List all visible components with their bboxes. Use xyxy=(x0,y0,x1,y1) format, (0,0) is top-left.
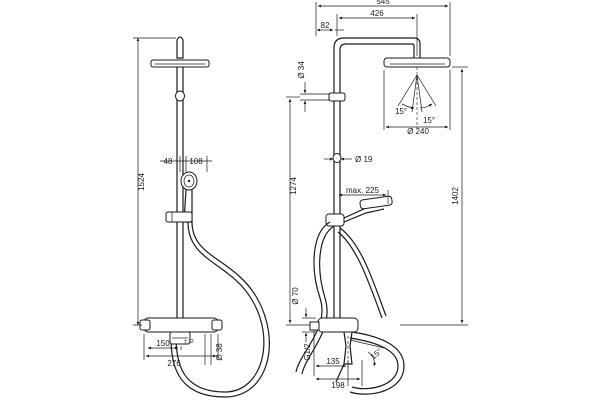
dim-arm-length: 426 xyxy=(336,9,418,56)
dim-head-diameter-label: Ø 240 xyxy=(407,127,429,136)
dim-head-angles: 15° 15° Ø 240 xyxy=(383,70,451,136)
dim-riser-diameter: Ø 19 xyxy=(324,155,373,164)
dim-connection: G1/2 xyxy=(303,330,315,376)
dim-spout-angle-label: 15° xyxy=(369,347,384,362)
mixer-side xyxy=(309,317,359,383)
dim-handshower-width-label: 108 xyxy=(189,157,203,166)
dim-head-height-label: 1402 xyxy=(451,187,460,205)
left-view: 1524 48 108 150 ± 12 276 Ø 38 xyxy=(133,36,270,398)
dim-overall-width-label: 545 xyxy=(376,0,390,6)
dim-pipe-offset-label: 82 xyxy=(321,21,330,30)
dim-arm-length-label: 426 xyxy=(370,9,384,18)
dim-holder-reach: max. 225 xyxy=(338,186,389,204)
hand-shower xyxy=(165,171,198,223)
dim-pipe-diameter-label: Ø 34 xyxy=(297,61,306,79)
dim-spout-reach-1-label: 135 xyxy=(326,357,340,366)
dim-shower-height-label: 1274 xyxy=(289,177,298,195)
dim-head-angle-2-label: 15° xyxy=(423,116,435,125)
riser-pipe xyxy=(175,67,185,318)
dim-spout-reach: 135 198 xyxy=(315,357,363,390)
dim-overall-width: 545 xyxy=(315,0,451,56)
shower-hose-side xyxy=(295,221,405,395)
dim-mixer-tolerance-label: ± 12 xyxy=(184,339,194,345)
shower-hose xyxy=(170,221,270,398)
dim-mixer-width-label: 276 xyxy=(167,359,181,368)
dim-riser-diameter-label: Ø 19 xyxy=(355,155,373,164)
thermostatic-mixer xyxy=(139,317,223,345)
right-view: 545 426 82 Ø 34 1274 xyxy=(286,0,468,395)
dim-handshower-head: 48 108 xyxy=(160,156,212,172)
dim-pipe-offset: 82 xyxy=(316,21,344,32)
dim-mixer-base-label: Ø 70 xyxy=(291,287,300,305)
dim-outlet-diameter: Ø 38 xyxy=(204,334,224,365)
overhead-shower-side xyxy=(383,57,451,128)
dim-total-height-label: 1524 xyxy=(137,173,146,191)
dim-head-height: 1402 xyxy=(400,66,468,326)
riser-and-arm xyxy=(328,37,421,320)
dim-head-angle-1-label: 15° xyxy=(395,107,407,116)
dim-mixer-spacing-label: 150 xyxy=(156,339,170,348)
dim-pipe-diameter: Ø 34 xyxy=(297,61,330,112)
hand-shower-side xyxy=(325,195,393,227)
dim-handshower-offset-label: 48 xyxy=(164,157,173,166)
dim-spout-angle: 15° xyxy=(349,339,385,367)
dim-mixer: 150 ± 12 276 xyxy=(143,334,219,368)
dim-connection-label: G1/2 xyxy=(303,343,312,361)
dim-holder-reach-label: max. 225 xyxy=(346,186,379,195)
dim-outlet-diameter-label: Ø 38 xyxy=(215,343,224,361)
dim-mixer-base: Ø 70 xyxy=(291,287,316,342)
dim-shower-height: 1274 xyxy=(286,96,310,326)
dim-spout-reach-2-label: 198 xyxy=(331,381,345,390)
dim-total-height: 1524 xyxy=(133,37,176,326)
overhead-shower-head xyxy=(150,36,210,68)
